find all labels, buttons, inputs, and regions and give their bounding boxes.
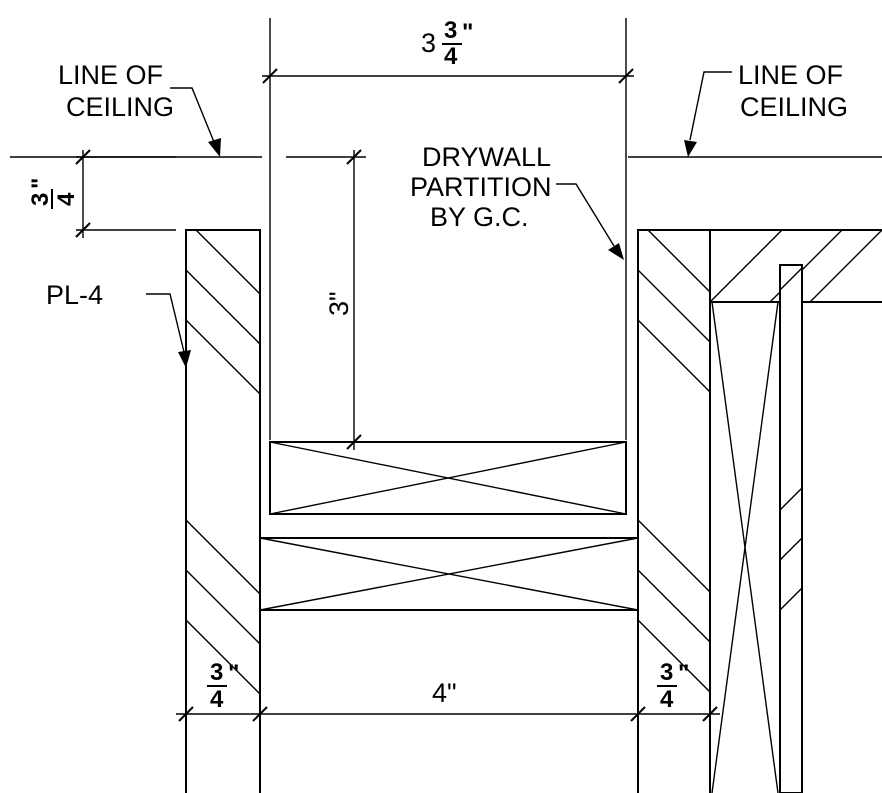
left-panel-hatch xyxy=(185,229,261,695)
dimension-right-inch: " xyxy=(678,660,689,687)
ceiling-right-line1: LINE OF xyxy=(738,60,843,90)
ceiling-left-arrowhead xyxy=(208,138,221,157)
dimension-bottom: 3 4 " 4" 3 4 " xyxy=(176,659,720,722)
dimension-left-inch: " xyxy=(228,660,239,687)
drywall-note-line3: BY G.C. xyxy=(430,202,529,232)
left-panel-pl4 xyxy=(185,229,261,793)
panel-tag-text: PL-4 xyxy=(46,280,103,310)
dimension-opening-width: 4" xyxy=(432,678,457,708)
dimension-offset-den: 4 xyxy=(53,192,80,206)
dimension-top-den: 4 xyxy=(444,43,458,70)
label-pl4: PL-4 xyxy=(46,280,191,368)
label-drywall-partition: DRYWALL PARTITION BY G.C. xyxy=(410,142,624,260)
ceiling-right-arrowhead xyxy=(684,140,697,157)
dimension-reveal-text: 3" xyxy=(324,291,354,316)
panel-tag-arrowhead xyxy=(178,350,191,368)
dimension-right-panel: 3 4 " xyxy=(657,659,689,713)
label-line-of-ceiling-right: LINE OF CEILING xyxy=(684,60,848,157)
dimension-left-panel: 3 4 " xyxy=(207,659,239,713)
drywall-note-line1: DRYWALL xyxy=(422,142,551,172)
right-panel xyxy=(637,229,711,793)
dimension-right-num: 3 xyxy=(660,659,673,686)
blocking-lower xyxy=(259,537,639,611)
dimension-reveal-height: 3" xyxy=(286,149,366,450)
right-panel-hatch xyxy=(637,229,711,693)
dimension-offset-num: 3 xyxy=(27,193,54,206)
ceiling-left-line2: CEILING xyxy=(66,92,174,122)
label-line-of-ceiling-left: LINE OF CEILING xyxy=(58,60,221,157)
dimension-left-num: 3 xyxy=(210,659,223,686)
drywall-note-line2: PARTITION xyxy=(410,172,552,202)
dimension-top-num: 3 xyxy=(444,17,457,44)
dimension-left-den: 4 xyxy=(210,686,224,713)
dimension-ceiling-offset: 3 4 " xyxy=(27,149,176,238)
drywall-arrowhead xyxy=(608,243,624,260)
drywall-partition xyxy=(269,18,627,440)
dimension-top-whole: 3 xyxy=(421,28,436,58)
dimension-top-inch: " xyxy=(462,19,473,46)
blocking-upper xyxy=(269,441,627,515)
ceiling-right-line2: CEILING xyxy=(740,92,848,122)
stud-post xyxy=(779,264,803,793)
dimension-right-den: 4 xyxy=(660,686,674,713)
blocking-x-lines xyxy=(711,301,779,793)
dimension-offset-inch: " xyxy=(27,178,54,189)
dimension-top-width: 3 3 4 " xyxy=(262,17,634,84)
ceiling-left-line1: LINE OF xyxy=(58,60,163,90)
